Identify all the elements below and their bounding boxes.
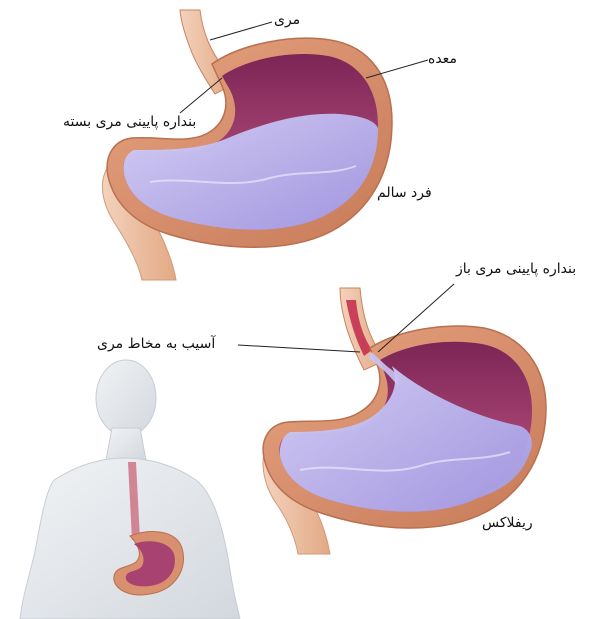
label-les-closed: بنداره پایینی مری بسته (63, 115, 196, 129)
leader-les-closed (180, 78, 222, 113)
silhouette-head (96, 360, 156, 436)
human-silhouette (20, 360, 240, 619)
leader-mucosa-damage (238, 345, 360, 352)
label-les-open: بنداره پایینی مری باز (456, 262, 576, 276)
label-reflux: ریفلاکس (482, 516, 533, 530)
label-healthy: فرد سالم (377, 186, 432, 200)
healthy-stomach (102, 10, 392, 280)
leader-esophagus (210, 22, 272, 40)
label-esophagus: مری (274, 13, 300, 27)
label-stomach: معده (428, 52, 457, 66)
silhouette-neck (106, 428, 146, 460)
label-mucosa-damage: آسیب به مخاط مری (97, 337, 215, 351)
